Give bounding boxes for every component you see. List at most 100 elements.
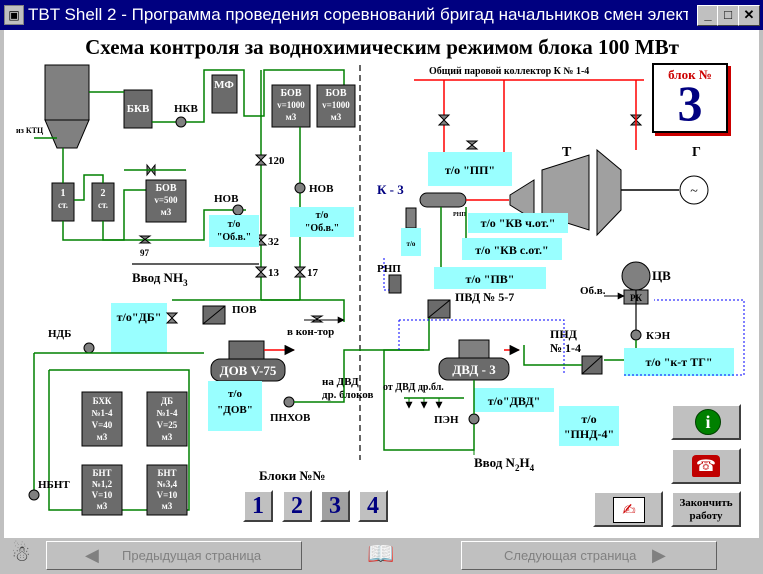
condenser[interactable] xyxy=(621,261,651,291)
label-bnt-1-vol: V=10 xyxy=(92,490,113,500)
label-to-obv-1-b: "Об.в." xyxy=(217,232,251,243)
finish-button[interactable]: Закончить работу xyxy=(671,491,741,527)
next-page-label: Следующая страница xyxy=(504,548,637,563)
label-db-vol: V=25 xyxy=(157,420,178,430)
mf-filter[interactable] xyxy=(211,74,238,114)
book-icon[interactable]: 📖 xyxy=(367,542,395,567)
valve-120[interactable] xyxy=(254,154,268,166)
label-bov-1-unit: м3 xyxy=(286,112,297,122)
valve-collector-1[interactable] xyxy=(437,114,451,126)
label-pvd: ПВД № 5-7 xyxy=(455,290,514,304)
valve-collector-2[interactable] xyxy=(465,140,479,150)
sample-dov[interactable] xyxy=(208,381,262,431)
sample-pv[interactable] xyxy=(434,267,546,289)
label-valve-120: 120 xyxy=(268,155,285,167)
sample-dvd[interactable] xyxy=(474,388,554,412)
minimize-button[interactable]: _ xyxy=(697,5,719,26)
sample-db[interactable] xyxy=(111,303,167,353)
arrow-right-icon: ▶ xyxy=(652,545,666,566)
next-page-button[interactable]: Следующая страница ▶ xyxy=(461,541,717,570)
label-bkv: БКВ xyxy=(127,103,150,115)
report-button[interactable]: ✍ xyxy=(593,491,663,527)
db-tank[interactable] xyxy=(146,391,188,447)
valve-97[interactable] xyxy=(138,235,152,244)
sample-obv-2[interactable] xyxy=(290,207,354,237)
label-to-kv-chot: т/о "КВ ч.от." xyxy=(481,216,556,230)
sample-kt-tg[interactable] xyxy=(624,348,734,376)
label-cv: ЦВ xyxy=(652,268,671,283)
label-pnd-num: № 1-4 xyxy=(550,341,581,355)
prev-page-button[interactable]: ◀ Предыдущая страница xyxy=(46,541,302,570)
window-title: TBT Shell 2 - Программа проведения сорев… xyxy=(28,5,688,24)
label-to-obv-2-b: "Об.в." xyxy=(305,223,339,234)
pump-nov-2 xyxy=(294,182,306,194)
sample-pp[interactable] xyxy=(428,152,512,186)
label-v-kontor: в кон-тор xyxy=(287,326,334,338)
block-button-1[interactable]: 1 xyxy=(243,490,273,522)
sample-obv-1[interactable] xyxy=(209,215,259,247)
sample-pnd4[interactable] xyxy=(559,406,619,446)
dov-top xyxy=(228,340,265,360)
label-to-pnd4-b: "ПНД-4" xyxy=(564,427,614,441)
rnp-tank[interactable] xyxy=(388,274,402,294)
hopper-tank xyxy=(44,64,90,149)
label-to-kt: т/о "к-т ТГ" xyxy=(646,355,713,369)
bov-1000-tank-2[interactable] xyxy=(316,84,356,128)
bnt-tank-1[interactable] xyxy=(81,464,123,516)
dvd-top xyxy=(458,339,490,359)
bov-1000-tank-1[interactable] xyxy=(271,84,311,128)
label-to-pv: т/о "ПВ" xyxy=(466,272,515,286)
label-valve-17: 17 xyxy=(307,267,319,279)
label-bnt-2-vol: V=10 xyxy=(157,490,178,500)
prev-page-label: Предыдущая страница xyxy=(122,548,262,563)
app-icon[interactable]: ▣ xyxy=(4,5,24,25)
label-stage-1-b: ст. xyxy=(58,200,68,210)
sample-kv-sot[interactable] xyxy=(462,238,562,260)
window-titlebar: ▣ TBT Shell 2 - Программа проведения сор… xyxy=(0,0,763,30)
info-icon: i xyxy=(695,409,721,435)
label-pnhov: ПНХОВ xyxy=(270,412,311,424)
close-button[interactable]: ✕ xyxy=(738,5,760,26)
block-button-2[interactable]: 2 xyxy=(282,490,312,522)
label-to-pp: т/о "ПП" xyxy=(445,163,495,177)
label-collector: Общий паровой коллектор К № 1-4 xyxy=(429,66,589,77)
phone-button[interactable]: ☎ xyxy=(671,448,741,484)
bkv-tank[interactable] xyxy=(123,89,153,129)
label-bhk: БХК xyxy=(93,396,112,406)
label-vvod-nh3: Ввод NH3 xyxy=(132,270,188,288)
label-db-num: №1-4 xyxy=(156,408,178,418)
label-db: ДБ xyxy=(161,396,173,406)
water-chemistry-diagram: Схема контроля за водно­химическим режим… xyxy=(16,35,745,516)
label-rnp-small: РНП xyxy=(453,212,466,218)
sample-kv-chot[interactable] xyxy=(468,213,568,233)
block-button-3[interactable]: 3 xyxy=(320,490,350,522)
label-pov: ПОВ xyxy=(232,304,257,316)
bhk-tank[interactable] xyxy=(81,391,123,447)
label-bnt-2-num: №3,4 xyxy=(157,479,178,489)
block-button-4[interactable]: 4 xyxy=(358,490,388,522)
valve-17[interactable] xyxy=(293,266,307,278)
bov-500-tank[interactable] xyxy=(145,179,187,223)
label-bnt-1-unit: м3 xyxy=(97,501,108,511)
report-icon: ✍ xyxy=(613,497,645,523)
phone-icon: ☎ xyxy=(692,455,720,477)
label-turbine: Т xyxy=(562,145,572,160)
valve-13[interactable] xyxy=(254,266,268,278)
label-generator: Г xyxy=(692,145,701,160)
label-ndb: НДБ xyxy=(48,328,71,340)
agent-icon[interactable]: ☃ xyxy=(11,542,31,567)
valve-kontor[interactable] xyxy=(310,315,324,323)
bnt-tank-2[interactable] xyxy=(146,464,188,516)
label-bov-500: БОВ xyxy=(156,183,177,194)
label-bhk-num: №1-4 xyxy=(91,408,113,418)
pump-pen xyxy=(468,413,480,425)
turbine-lp xyxy=(596,148,622,237)
valve-db[interactable] xyxy=(165,312,179,324)
maximize-button[interactable]: □ xyxy=(717,5,739,26)
boiler-drum[interactable] xyxy=(419,192,467,208)
sample-small[interactable] xyxy=(401,228,421,256)
info-button[interactable]: i xyxy=(671,404,741,440)
label-dvd: ДВД - 3 xyxy=(452,362,496,377)
label-db-unit: м3 xyxy=(162,432,173,442)
label-to-dvd: т/о"ДВД" xyxy=(488,394,541,408)
